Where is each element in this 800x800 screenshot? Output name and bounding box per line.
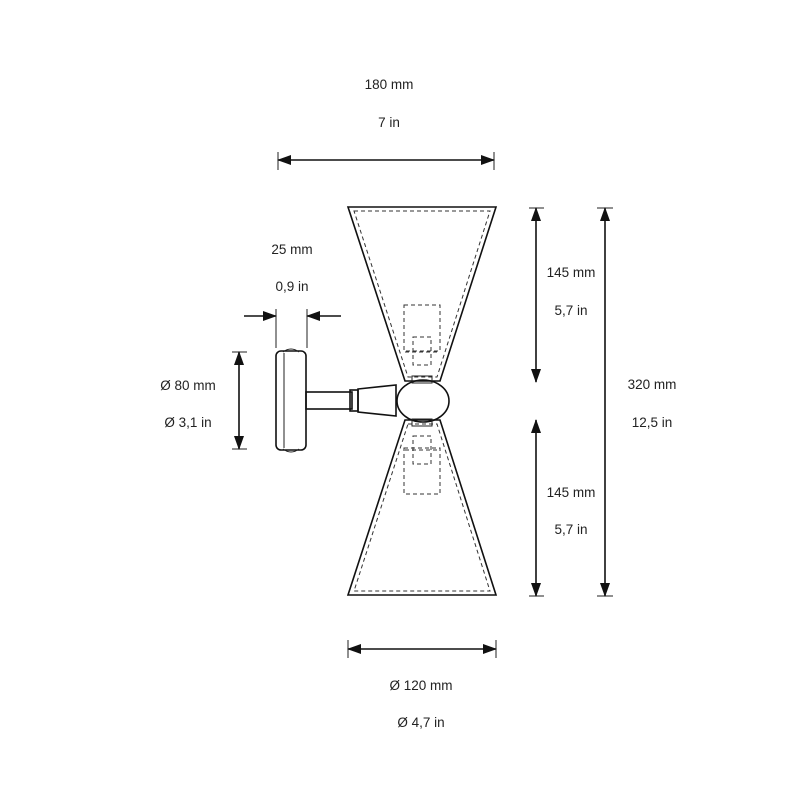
shade-diameter-metric-label: Ø 120 mm (389, 678, 452, 693)
lower-shade-inner (353, 423, 491, 592)
plate-depth-imperial-label: 0,9 in (275, 279, 308, 294)
upper-shade-inner (353, 210, 491, 378)
plate-top-screw (282, 348, 300, 353)
lamp-arm (305, 391, 353, 410)
total-height-metric-label: 320 mm (628, 377, 677, 392)
total-height-imperial-label: 12,5 in (632, 415, 673, 430)
top-width-imperial-label: 7 in (378, 115, 400, 130)
wall-plate (275, 350, 307, 451)
plate-diameter-metric-label: Ø 80 mm (160, 378, 216, 393)
shade-diameter-imperial-label: Ø 4,7 in (397, 715, 444, 730)
plate-bottom-screw (282, 448, 300, 453)
upper-bulb-socket (403, 304, 441, 384)
lower-bulb-socket (403, 418, 441, 495)
dimension-lines (232, 152, 613, 658)
upper-shade-height-metric-label: 145 mm (547, 265, 596, 280)
plate-diameter-imperial-label: Ø 3,1 in (164, 415, 211, 430)
upper-shade (346, 206, 498, 382)
plate-depth-metric-label: 25 mm (271, 242, 312, 257)
arm-connector (357, 384, 397, 417)
dimension-labels: 180 mm 7 in 25 mm 0,9 in Ø 80 mm Ø 3,1 i… (160, 77, 676, 730)
lower-shade (346, 419, 498, 596)
top-width-metric-label: 180 mm (365, 77, 414, 92)
lower-shade-height-imperial-label: 5,7 in (554, 522, 587, 537)
lower-shade-height-metric-label: 145 mm (547, 485, 596, 500)
upper-shade-height-imperial-label: 5,7 in (554, 303, 587, 318)
lamp-outline (275, 206, 498, 596)
ball-joint (396, 379, 450, 423)
